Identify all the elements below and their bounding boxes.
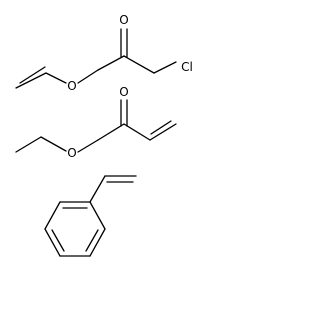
bond [97, 123, 125, 141]
bond [123, 123, 151, 141]
molecule-ethyl-acrylate: O O [15, 85, 177, 160]
bond [44, 228, 61, 257]
bond [15, 72, 47, 89]
bond [150, 120, 172, 135]
atom-label-oxygen: O [67, 79, 76, 93]
bond [89, 175, 106, 203]
bond [153, 61, 177, 74]
bond [149, 123, 177, 141]
molecule-vinyl-chloroacetate: O O Cl [15, 13, 193, 93]
bond [89, 201, 106, 230]
bond [123, 55, 155, 74]
chemical-structures-diagram: O O Cl O O [15, 13, 193, 257]
bond [51, 229, 65, 252]
bond [15, 136, 42, 153]
bond [40, 136, 67, 152]
bond [77, 69, 99, 84]
bond [45, 72, 67, 84]
bond [97, 55, 125, 71]
atom-label-chlorine: Cl [181, 60, 193, 74]
bond [44, 201, 61, 230]
bond [85, 229, 99, 252]
bond [89, 228, 106, 257]
molecule-styrene [44, 175, 137, 257]
bond [19, 66, 46, 84]
bond [77, 139, 99, 153]
atom-label-oxygen: O [119, 85, 128, 99]
atom-label-oxygen: O [67, 146, 76, 160]
atom-label-oxygen: O [119, 13, 128, 27]
